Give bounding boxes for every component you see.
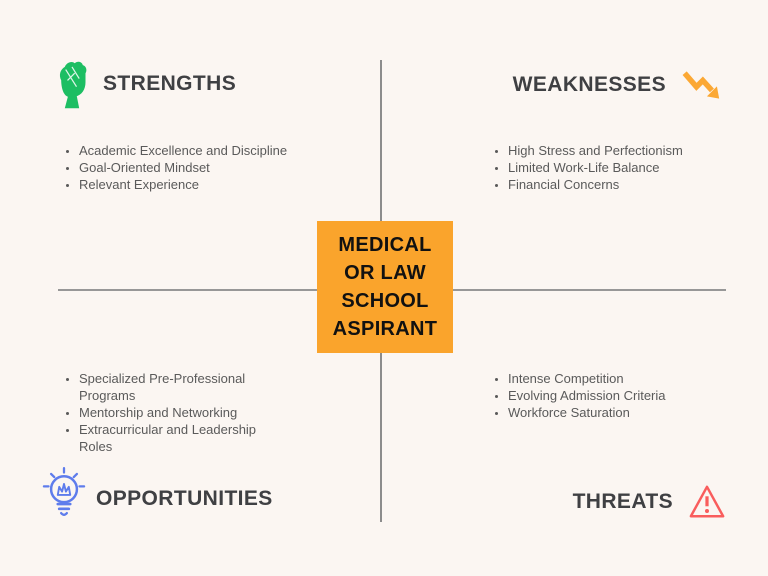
threats-label: THREATS xyxy=(572,490,673,513)
opportunities-header: OPPORTUNITIES xyxy=(42,466,273,522)
opportunities-label: OPPORTUNITIES xyxy=(96,487,273,510)
list-item: Specialized Pre-Professional Programs xyxy=(79,370,274,404)
weaknesses-header: WEAKNESSES xyxy=(513,68,721,102)
list-item: Workforce Saturation xyxy=(508,404,759,421)
list-item: Academic Excellence and Discipline xyxy=(79,142,360,159)
strengths-list: Academic Excellence and Discipline Goal-… xyxy=(60,142,360,193)
strengths-label: STRENGTHS xyxy=(103,72,237,95)
list-item: Goal-Oriented Mindset xyxy=(79,159,360,176)
center-title-line: ASPIRANT xyxy=(332,318,438,340)
center-title-line: MEDICAL xyxy=(338,234,432,256)
warning-triangle-icon xyxy=(689,485,725,518)
list-item: Evolving Admission Criteria xyxy=(508,387,759,404)
list-item: Relevant Experience xyxy=(79,176,360,193)
weaknesses-list: High Stress and Perfectionism Limited Wo… xyxy=(489,142,759,193)
list-item: High Stress and Perfectionism xyxy=(508,142,759,159)
raised-fist-icon xyxy=(59,61,87,109)
threats-header: THREATS xyxy=(573,481,726,523)
list-item: Limited Work-Life Balance xyxy=(508,159,759,176)
list-item: Intense Competition xyxy=(508,370,759,387)
list-item: Extracurricular and Leadership Roles xyxy=(79,421,274,455)
strengths-header: STRENGTHS xyxy=(54,57,236,111)
center-title-line: SCHOOL xyxy=(341,290,429,312)
center-title-line: OR LAW xyxy=(344,262,426,284)
weaknesses-label: WEAKNESSES xyxy=(512,73,666,96)
opportunities-list: Specialized Pre-Professional Programs Me… xyxy=(60,370,274,455)
list-item: Mentorship and Networking xyxy=(79,404,274,421)
threats-list: Intense Competition Evolving Admission C… xyxy=(489,370,759,421)
lightbulb-icon xyxy=(42,467,86,516)
center-title-box: MEDICAL OR LAW SCHOOL ASPIRANT xyxy=(317,221,453,353)
trend-down-arrow-icon xyxy=(682,71,720,99)
list-item: Financial Concerns xyxy=(508,176,759,193)
